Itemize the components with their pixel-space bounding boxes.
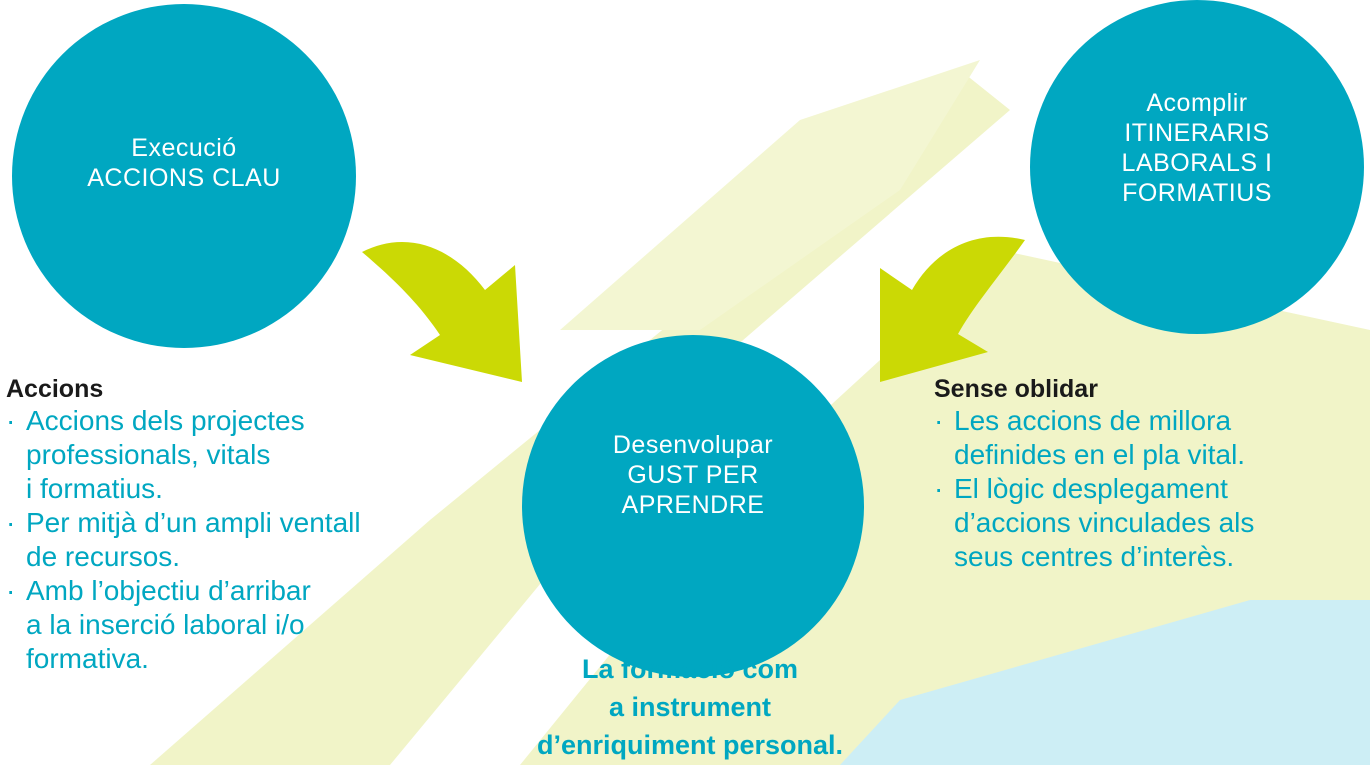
accions-item: · Accions dels projectes professionals, … [6,404,476,506]
accions-item-line: professionals, vitals [26,439,271,470]
circle-right-line4: FORMATIUS [1122,179,1272,207]
accions-item-line: a la inserció laboral i/o [26,609,305,640]
accions-item-line: formativa. [26,643,149,674]
circle-right-line2: ITINERARIS [1124,119,1270,147]
sense-oblidar-item: · El lògic desplegament d’accions vincul… [934,472,1364,574]
tagline: La formació com a instrument d’enriquime… [470,650,910,764]
circle-left-line2: ACCIONS CLAU [87,164,281,192]
sense-oblidar-item-line: El lògic desplegament [954,473,1228,504]
blue-patch [840,600,1370,765]
bullet: · [934,473,944,504]
sense-oblidar-heading: Sense oblidar [934,375,1098,403]
bullet: · [6,405,16,436]
circle-center-line3: APRENDRE [621,491,765,519]
accions-item-line: Accions dels projectes [26,405,305,436]
accions-item-line: i formatius. [26,473,163,504]
sense-oblidar-item: · Les accions de millora definides en el… [934,404,1364,472]
accions-item: · Amb l’objectiu d’arribar a la inserció… [6,574,476,676]
accions-block: Accions · Accions dels projectes profess… [6,374,476,676]
circle-left-text: Execució ACCIONS CLAU [87,133,281,193]
circle-acomplir-itineraris: Acomplir ITINERARIS LABORALS I FORMATIUS [1030,0,1364,334]
bullet: · [934,405,944,436]
tagline-line2: a instrument [608,692,772,722]
circle-right-text: Acomplir ITINERARIS LABORALS I FORMATIUS [1122,88,1273,208]
circle-right-line3: LABORALS I [1121,149,1273,177]
tagline-line1: La formació com [581,654,799,684]
bullet: · [6,507,16,538]
circle-center-text: Desenvolupar GUST PER APRENDRE [613,430,773,520]
circle-execucio-accions-clau: Execució ACCIONS CLAU [12,4,356,348]
brush-stroke-top [560,60,980,330]
bullet: · [6,575,16,606]
accions-item-line: Per mitjà d’un ampli ventall [26,507,361,538]
accions-item: · Per mitjà d’un ampli ventall de recurs… [6,506,476,574]
sense-oblidar-item-line: seus centres d’interès. [954,541,1235,572]
circle-center-line1: Desenvolupar [612,431,774,459]
sense-oblidar-item-line: d’accions vinculades als [954,507,1255,538]
circle-right-line1: Acomplir [1146,89,1248,117]
curved-arrow-left-icon [362,242,522,382]
accions-item-line: Amb l’objectiu d’arribar [26,575,311,606]
sense-oblidar-item-line: definides en el pla vital. [954,439,1246,470]
tagline-line3: d’enriquiment personal. [536,730,844,760]
circle-desenvolupar-gust-per-aprendre: Desenvolupar GUST PER APRENDRE [522,335,864,677]
circle-center-line2: GUST PER [627,461,759,489]
sense-oblidar-block: Sense oblidar · Les accions de millora d… [934,374,1364,574]
circle-left-line1: Execució [131,134,237,162]
sense-oblidar-item-line: Les accions de millora [954,405,1232,436]
accions-item-line: de recursos. [26,541,181,572]
curved-arrow-right-icon [880,236,1025,382]
accions-heading: Accions [6,375,104,403]
